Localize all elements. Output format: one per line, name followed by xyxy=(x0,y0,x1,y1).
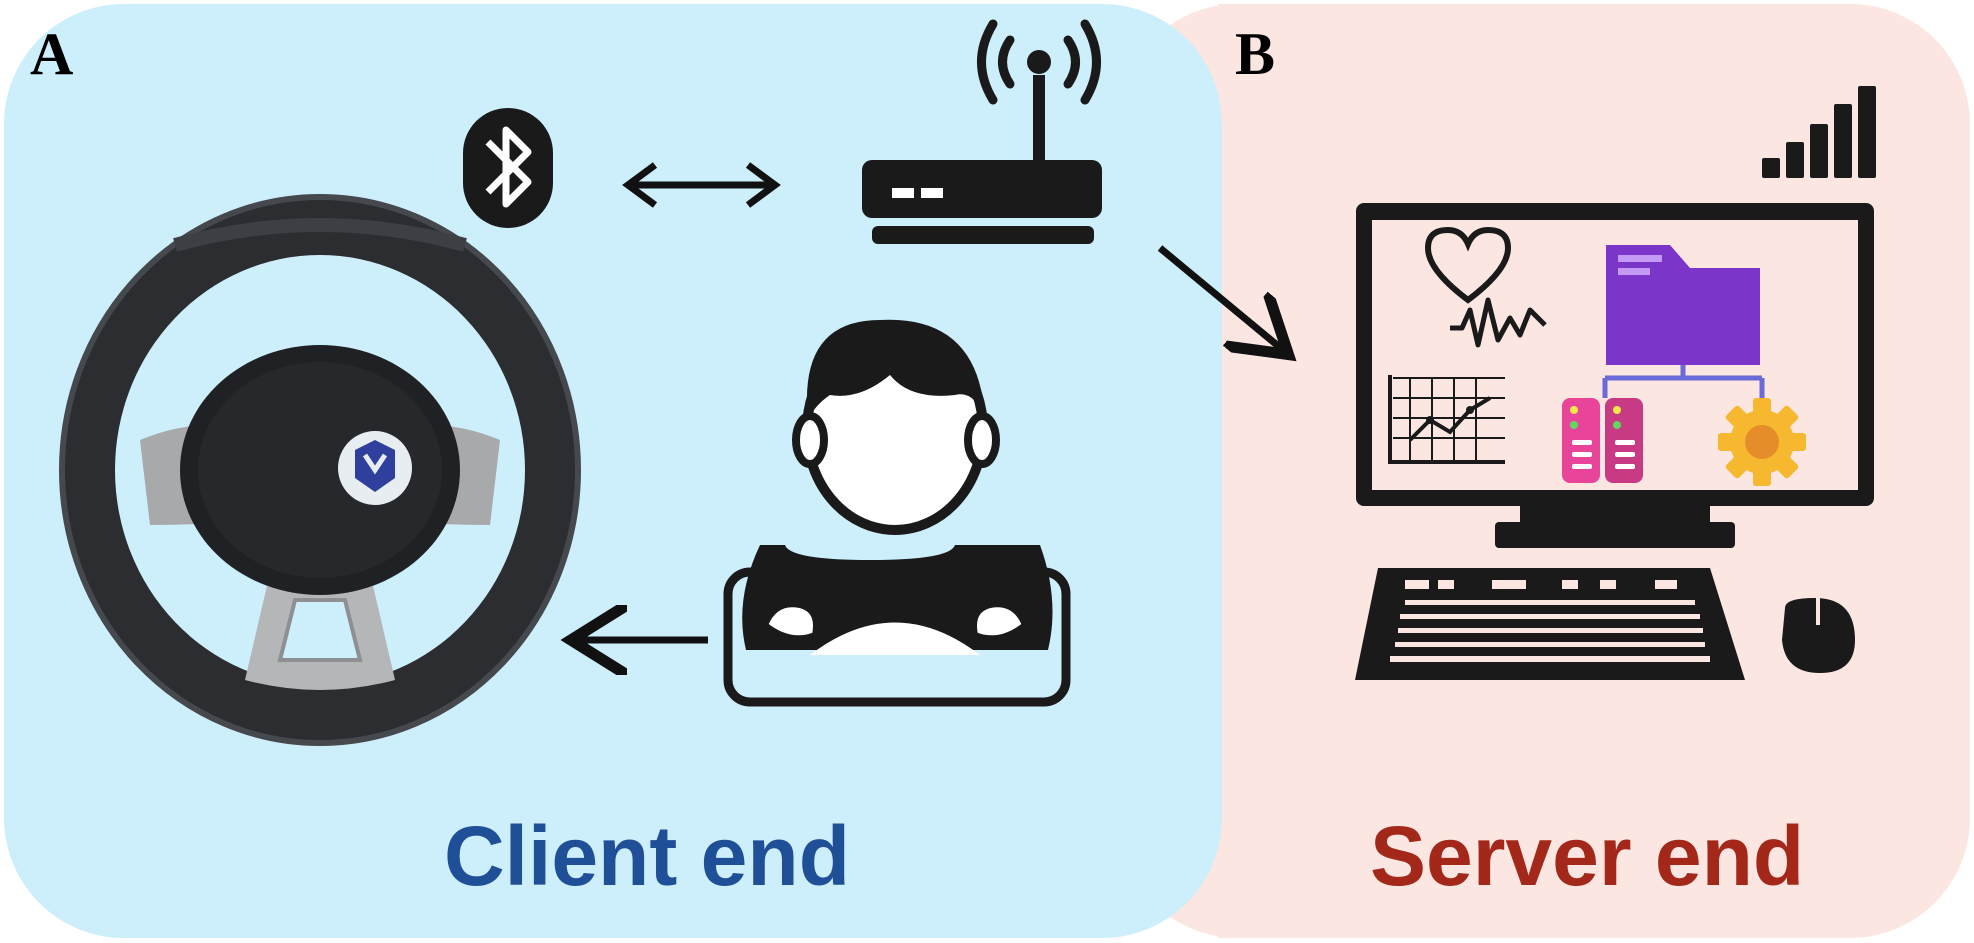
bluetooth-icon xyxy=(463,108,553,228)
heartbeat-icon xyxy=(1424,226,1547,348)
server-end-caption: Server end xyxy=(1370,809,1805,903)
panel-b-letter: B xyxy=(1235,21,1276,87)
chart-icon xyxy=(1388,375,1505,464)
gear-icon xyxy=(1718,398,1806,486)
client-end-caption: Client end xyxy=(444,809,851,903)
signal-bars-icon xyxy=(1762,86,1876,178)
steering-wheel-icon xyxy=(59,194,581,746)
arrow-diagonal-icon xyxy=(1157,245,1283,350)
driver-icon xyxy=(723,319,1071,707)
server-icon xyxy=(1562,398,1643,483)
panel-a-letter: A xyxy=(30,21,74,87)
folder-icon xyxy=(1602,245,1765,400)
keyboard-icon xyxy=(1355,568,1745,680)
wifi-router-icon xyxy=(862,19,1102,244)
mouse-icon xyxy=(1782,598,1855,673)
double-arrow-icon xyxy=(622,162,781,208)
